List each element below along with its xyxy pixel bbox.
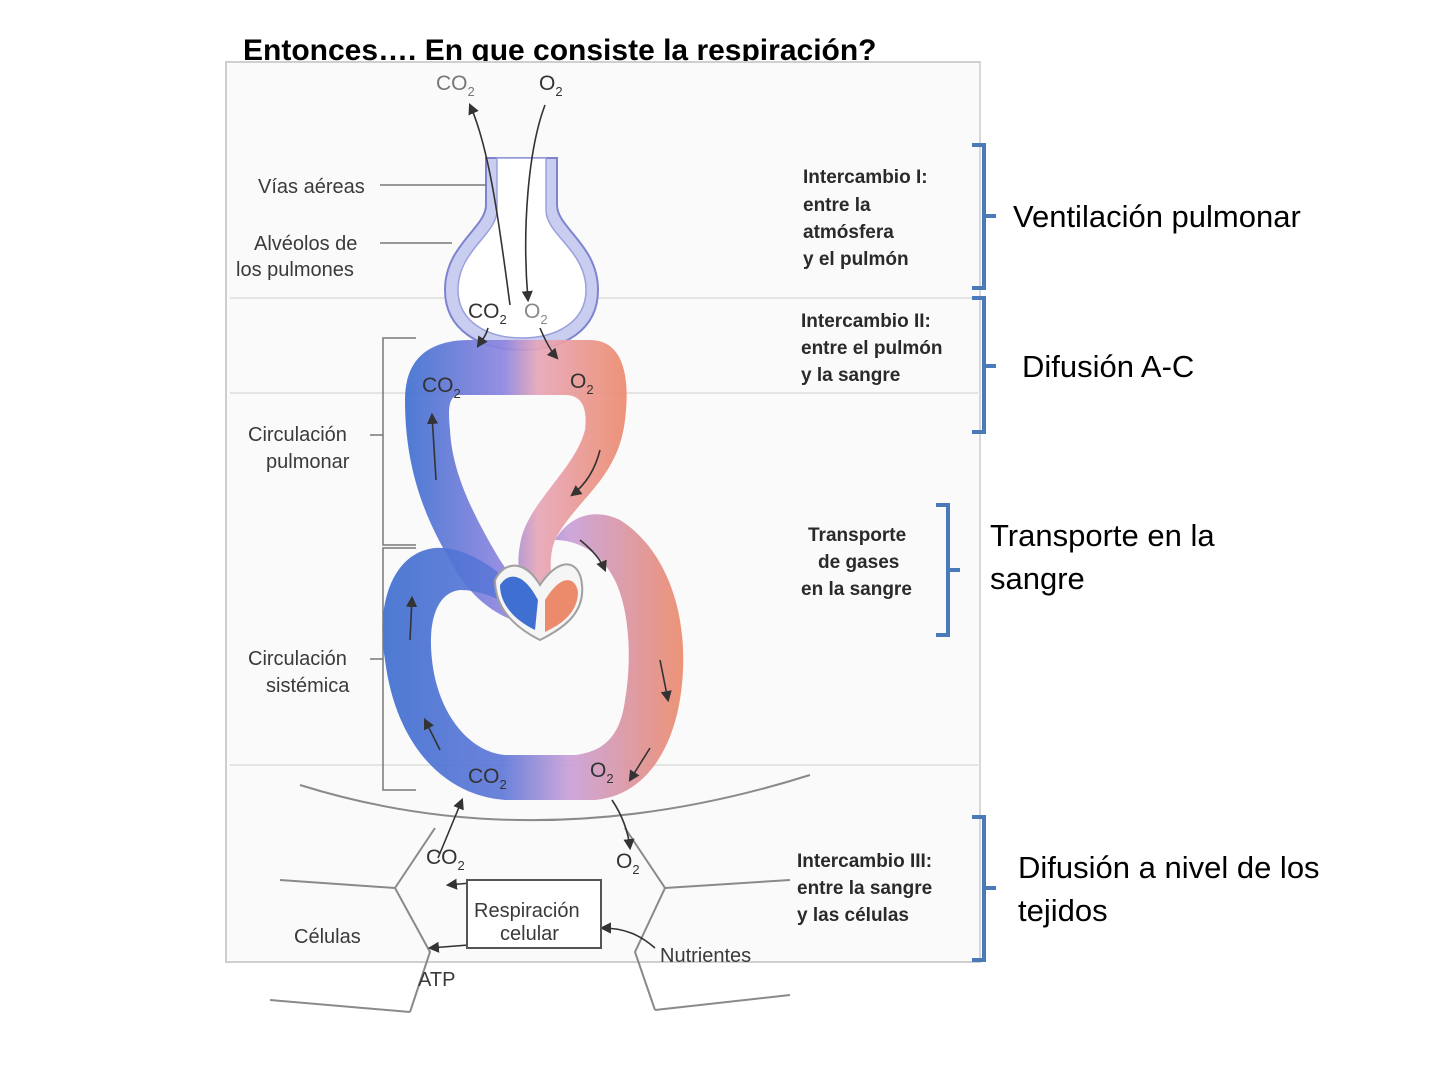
pulmonary-circulation-label-line2: pulmonar	[266, 451, 350, 473]
exchange-2-text: Intercambio II: entre el pulmón y la san…	[801, 311, 942, 386]
annotation-brackets	[936, 143, 996, 962]
exchange-1-line2: entre la	[803, 195, 871, 216]
exchange-1-text: Intercambio I: entre la atmósfera y el p…	[803, 167, 928, 270]
exchange-3-line1: Intercambio III:	[797, 851, 932, 872]
cells-label: Células	[294, 926, 361, 948]
annotation-transport-line2: sangre	[990, 561, 1085, 596]
bracket-diffusion-ac	[972, 296, 996, 434]
annotation-transport: Transporte en la sangre	[990, 514, 1215, 600]
systemic-circulation-label-line2: sistémica	[266, 675, 350, 697]
annotation-tissue-line2: tejidos	[1018, 893, 1108, 928]
exchange-3-line3: y las células	[797, 905, 909, 926]
systemic-circulation-label-line1: Circulación	[248, 648, 347, 670]
cellular-respiration-label-line2: celular	[500, 923, 559, 945]
gas-co2-systemic: CO2	[468, 765, 507, 792]
nutrients-label: Nutrientes	[660, 945, 751, 967]
exchange-3-line2: entre la sangre	[797, 878, 932, 899]
exchange-1-line3: atmósfera	[803, 222, 894, 243]
cellular-respiration-label-line1: Respiración	[474, 900, 580, 922]
transport-line2: de gases	[818, 552, 899, 573]
annotation-diffusion-ac: Difusión A-C	[1022, 349, 1195, 384]
transport-text: Transporte de gases en la sangre	[801, 525, 912, 600]
exchange-1-line4: y el pulmón	[803, 249, 909, 270]
alveoli-label-line2: los pulmones	[236, 259, 354, 281]
bracket-ventilation	[972, 143, 996, 290]
exchange-2-line2: entre el pulmón	[801, 338, 942, 359]
heart	[493, 563, 584, 642]
flow-arrows	[405, 102, 672, 953]
gas-co2-pulmonary: CO2	[422, 374, 461, 401]
annotation-tissue: Difusión a nivel de los tejidos	[1018, 846, 1320, 932]
gas-o2-pulmonary: O2	[570, 370, 594, 397]
alveoli-label-line1: Alvéolos de	[254, 233, 357, 255]
bracket-transport	[936, 503, 960, 637]
gas-o2-alveoli: O2	[524, 300, 548, 327]
gas-co2-alveoli: CO2	[468, 300, 507, 327]
leader-lines	[370, 184, 486, 791]
gas-co2-top: CO2	[436, 72, 475, 99]
gas-o2-top: O2	[539, 72, 563, 99]
atp-label: ATP	[418, 969, 455, 991]
exchange-1-line1: Intercambio I:	[803, 167, 928, 188]
exchange-2-line3: y la sangre	[801, 365, 900, 386]
transport-line1: Transporte	[808, 525, 906, 546]
gas-o2-systemic: O2	[590, 759, 614, 786]
pulmonary-circulation-label-line1: Circulación	[248, 424, 347, 446]
figure-frame	[225, 61, 981, 963]
transport-line3: en la sangre	[801, 579, 912, 600]
gas-o2-tissue: O2	[616, 850, 640, 877]
annotation-transport-line1: Transporte en la	[990, 518, 1215, 553]
systemic-circulation-loop	[382, 514, 684, 800]
airways-label: Vías aéreas	[258, 176, 365, 198]
airway-alveolus	[443, 157, 600, 352]
exchange-2-line1: Intercambio II:	[801, 311, 931, 332]
exchange-3-text: Intercambio III: entre la sangre y las c…	[797, 851, 932, 926]
gas-co2-tissue: CO2	[426, 846, 465, 873]
annotation-ventilation: Ventilación pulmonar	[1013, 199, 1301, 234]
annotation-tissue-line1: Difusión a nivel de los	[1018, 850, 1320, 885]
tissue-cell-outlines	[269, 774, 811, 1013]
cellular-respiration-box	[466, 879, 602, 949]
bracket-tissue	[972, 815, 996, 962]
